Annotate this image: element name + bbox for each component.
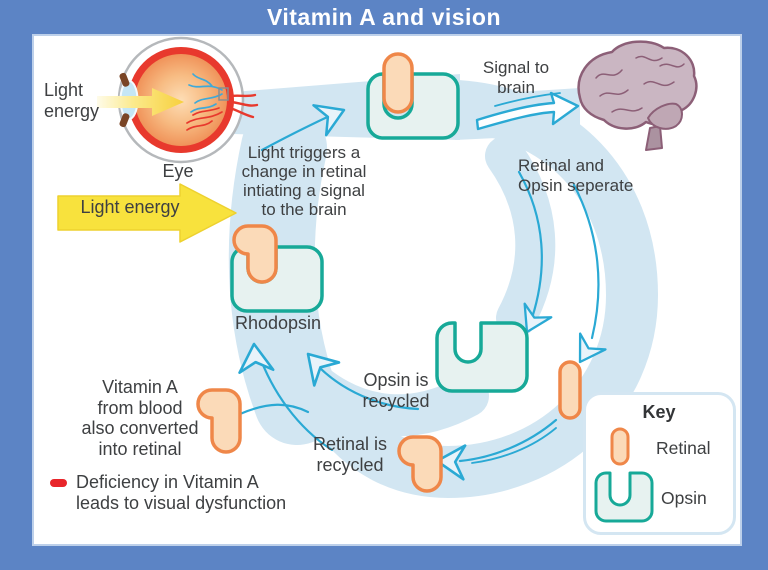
recycled-retinal-shape [397, 435, 443, 493]
free-opsin-shape [435, 321, 529, 393]
rhodopsin-label: Rhodopsin [234, 313, 322, 333]
vitamin-retinal-shape [196, 388, 242, 454]
key-opsin-icon [594, 471, 654, 523]
vitamin-a-caption: Vitamin A from blood also converted into… [81, 377, 199, 459]
eye-label: Eye [162, 161, 194, 181]
optic-nerve-fibers [228, 93, 259, 119]
arrow-retinal-recycle [458, 418, 558, 463]
brain-illustration [577, 40, 698, 151]
key-title: Key [642, 402, 676, 422]
light-energy-caption: Light energy [44, 80, 100, 121]
eye-illustration [117, 36, 259, 164]
molecules [196, 52, 582, 493]
page-title: Vitamin A and vision [266, 4, 502, 30]
key-retinal-icon [610, 427, 630, 466]
outer-loop-band [308, 79, 659, 499]
rhodopsin-retinal-shape [232, 224, 278, 284]
key-retinal-label: Retinal [656, 438, 711, 458]
diagram-panel [32, 34, 742, 546]
arrow-to-retinal [572, 183, 600, 340]
key-box: Key Retinal Opsin [583, 392, 736, 535]
free-retinal-shape [558, 360, 582, 420]
opsin-recycled-caption: Opsin is recycled [362, 370, 430, 411]
arrow-signal-to-brain [475, 91, 580, 131]
arrow-up-right [312, 360, 420, 411]
active-opsin-shape [366, 72, 460, 140]
trigger-caption: Light triggers a change in retinal intia… [241, 143, 367, 219]
signal-to-brain-caption: Signal to brain [482, 58, 550, 97]
retinal-recycled-caption: Retinal is recycled [312, 434, 388, 475]
light-arrows [57, 88, 237, 243]
flow-arrows [235, 91, 607, 481]
opsin-branch-band [485, 136, 556, 338]
eye-red-vessels [186, 107, 223, 131]
diagram-canvas [57, 36, 698, 499]
key-opsin-label: Opsin [661, 488, 707, 508]
light-energy-arrow-label: Light energy [80, 197, 180, 217]
vitamin-link-line [238, 403, 310, 416]
deficiency-dash-icon [50, 479, 67, 487]
separate-caption: Retinal and Opsin seperate [518, 156, 634, 195]
light-energy-small-arrow [97, 88, 184, 116]
arrow-to-opsin [517, 170, 543, 320]
key-glyphs [594, 427, 654, 523]
active-retinal-shape [382, 52, 414, 114]
retina-marker [218, 87, 229, 101]
light-energy-big-arrow [57, 183, 237, 243]
deficiency-note: Deficiency in Vitamin A leads to visual … [50, 472, 286, 514]
